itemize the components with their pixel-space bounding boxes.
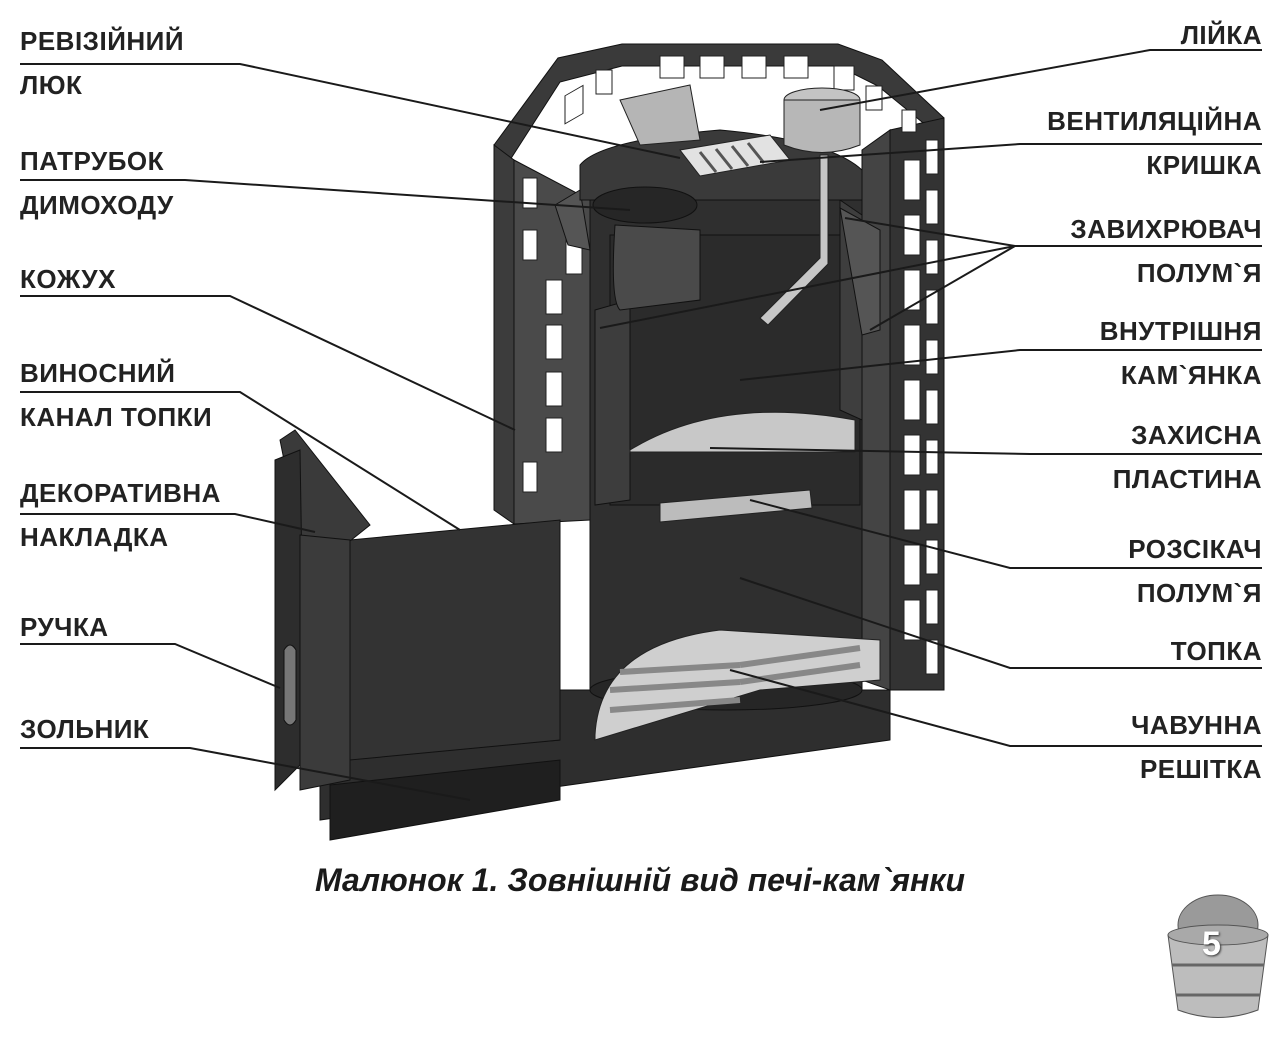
label-inner-stones: ВНУТРІШНЯ КАМ`ЯНКА: [1100, 316, 1262, 390]
label-line: КАНАЛ ТОПКИ: [20, 402, 213, 432]
label-decorative-trim: ДЕКОРАТИВНА НАКЛАДКА: [20, 478, 221, 552]
label-line: ПОЛУМ`Я: [1136, 258, 1262, 288]
label-firebox: ТОПКА: [1171, 636, 1262, 666]
label-funnel: ЛІЙКА: [1181, 20, 1262, 50]
leader-lines: [20, 49, 1262, 801]
label-vent-cover: ВЕНТИЛЯЦІЙНА КРИШКА: [1047, 106, 1262, 180]
label-line: ВЕНТИЛЯЦІЙНА: [1047, 106, 1262, 136]
label-flame-swirler: ЗАВИХРЮВАЧ ПОЛУМ`Я: [1070, 214, 1262, 288]
label-line: РУЧКА: [20, 612, 109, 642]
label-line: ЛЮК: [20, 70, 83, 100]
casing-perforations: [522, 55, 939, 675]
label-line: НАКЛАДКА: [20, 522, 169, 552]
firebox-cylinder: [554, 189, 881, 741]
label-line: ЗАВИХРЮВАЧ: [1070, 214, 1262, 244]
label-line: РЕШІТКА: [1139, 754, 1262, 784]
label-line: ТОПКА: [1170, 636, 1262, 666]
page-number: 5: [1202, 925, 1221, 963]
label-line: ПАТРУБОК: [20, 146, 165, 176]
label-protective-plate: ЗАХИСНА ПЛАСТИНА: [1113, 420, 1262, 494]
label-line: ВНУТРІШНЯ: [1099, 316, 1262, 346]
label-cast-iron-grate: ЧАВУННА РЕШІТКА: [1131, 710, 1262, 784]
label-line: ДИМОХОДУ: [20, 190, 174, 220]
label-line: КАМ`ЯНКА: [1120, 360, 1262, 390]
label-line: ЛІЙКА: [1180, 20, 1262, 50]
page-badge-icon: [1167, 894, 1269, 1018]
label-line: РЕВІЗІЙНИЙ: [20, 26, 185, 56]
label-line: ЧАВУННА: [1131, 710, 1262, 740]
label-line: ПОЛУМ`Я: [1136, 578, 1262, 608]
label-line: КОЖУХ: [20, 264, 116, 294]
label-line: ПЛАСТИНА: [1112, 464, 1262, 494]
label-line: РОЗСІКАЧ: [1128, 534, 1262, 564]
remote-channel: [274, 429, 561, 841]
label-flame-divider: РОЗСІКАЧ ПОЛУМ`Я: [1128, 534, 1262, 608]
label-remote-firebox-channel: ВИНОСНИЙ КАНАЛ ТОПКИ: [20, 358, 212, 432]
label-line: ЗАХИСНА: [1131, 420, 1262, 450]
label-handle: РУЧКА: [20, 612, 109, 642]
label-ash-pan: ЗОЛЬНИК: [20, 714, 149, 744]
label-line: ЗОЛЬНИК: [20, 714, 150, 744]
label-chimney-pipe: ПАТРУБОК ДИМОХОДУ: [20, 146, 174, 220]
label-casing: КОЖУХ: [20, 264, 116, 294]
label-line: КРИШКА: [1146, 150, 1262, 180]
figure-caption: Малюнок 1. Зовнішній вид печі-кам`янки: [314, 862, 966, 898]
label-line: ДЕКОРАТИВНА: [20, 478, 221, 508]
label-line: ВИНОСНИЙ: [20, 358, 176, 388]
label-revision-hatch: РЕВІЗІЙНИЙ ЛЮК: [20, 26, 184, 100]
